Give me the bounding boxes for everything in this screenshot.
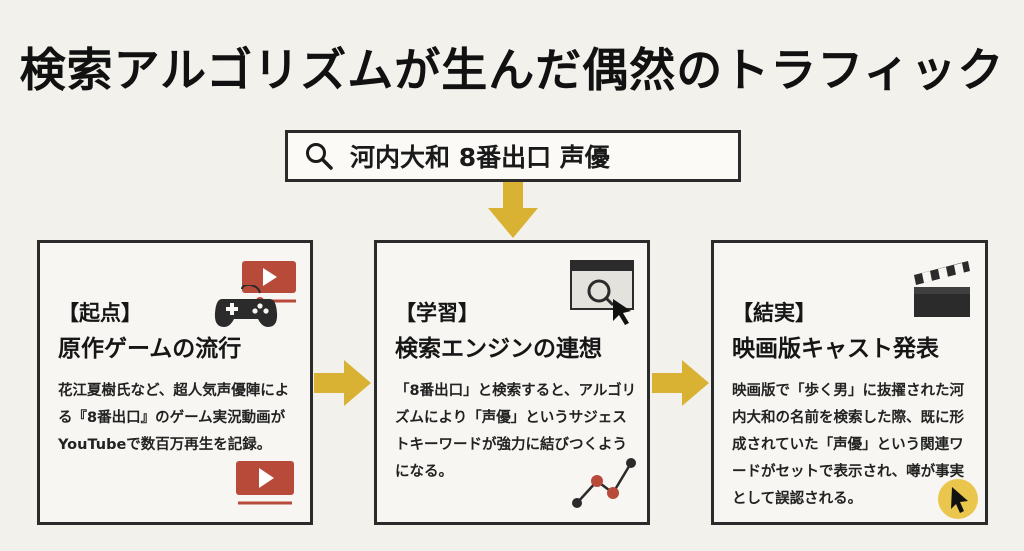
- panel-tag: 【起点】: [58, 301, 142, 325]
- search-icon: [306, 143, 333, 170]
- gamepad-icon: [214, 285, 278, 327]
- clapperboard-icon: [914, 261, 970, 317]
- search-bar[interactable]: 河内大和 8番出口 声優: [285, 130, 741, 182]
- panel-origin: 【起点】 原作ゲームの流行 花江夏樹氏など、超人気声優陣による『8番出口』のゲー…: [37, 240, 313, 525]
- right-arrow-icon: [314, 360, 371, 406]
- panel-body: 映画版で「歩く男」に抜擢された河内大和の名前を検索した際、既に形成されていた「声…: [732, 383, 965, 507]
- network-graph-icon: [572, 458, 636, 508]
- panel-body: 「8番出口」と検索すると、アルゴリズムにより「声優」というサジェストキーワードが…: [395, 383, 637, 480]
- panel-body: 花江夏樹氏など、超人気声優陣による『8番出口』のゲーム実況動画がYouTubeで…: [58, 383, 290, 453]
- panel-heading: 検索エンジンの連想: [395, 336, 602, 362]
- panel-result: 【結実】 映画版キャスト発表 映画版で「歩く男」に抜擢された河内大和の名前を検索…: [711, 240, 988, 525]
- video-play-icon: [236, 461, 294, 505]
- browser-search-icon: [570, 260, 634, 325]
- panel-tag: 【結実】: [732, 301, 816, 325]
- panel-learning: 【学習】 検索エンジンの連想 「8番出口」と検索すると、アルゴリズムにより「声優…: [374, 240, 650, 525]
- panel-heading: 原作ゲームの流行: [58, 336, 242, 362]
- down-arrow-icon: [488, 182, 538, 238]
- search-query: 河内大和 8番出口 声優: [350, 143, 610, 172]
- panel-tag: 【学習】: [395, 301, 479, 325]
- page-title: 検索アルゴリズムが生んだ偶然のトラフィック: [19, 43, 1005, 97]
- right-arrow-icon: [652, 360, 709, 406]
- panel-heading: 映画版キャスト発表: [732, 336, 939, 362]
- cursor-click-icon: [938, 479, 978, 519]
